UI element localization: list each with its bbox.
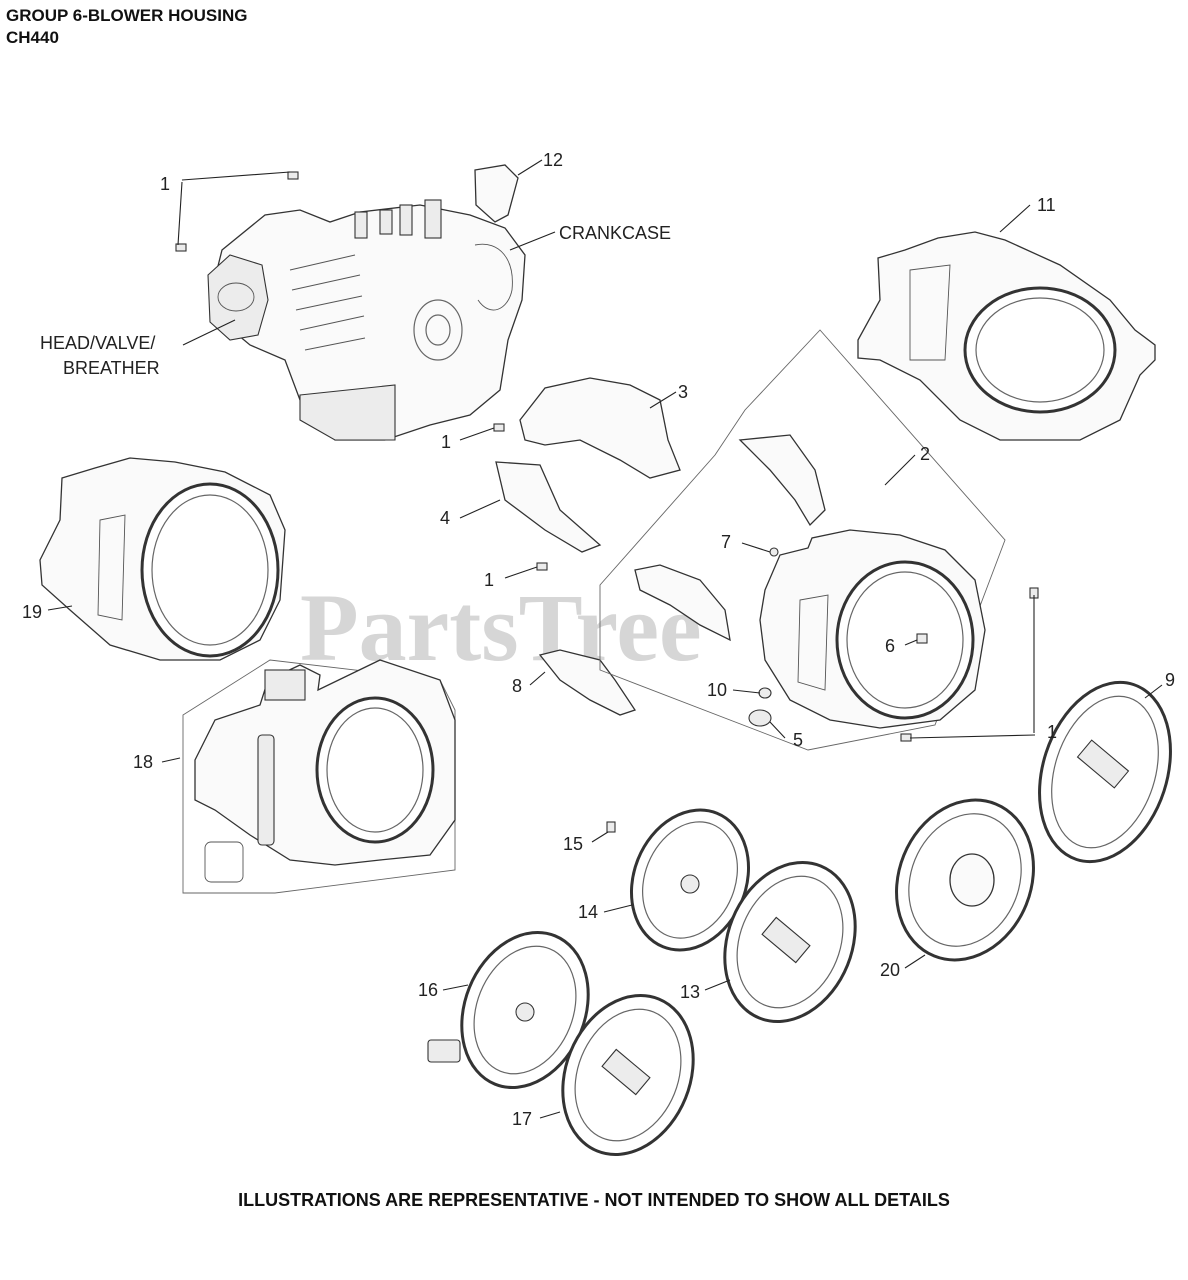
callout-1a: 1: [160, 174, 170, 194]
grass-screen-17: [561, 994, 695, 1156]
label-crankcase: CRANKCASE: [559, 223, 671, 243]
callout-10: 10: [707, 680, 727, 700]
callout-19: 19: [22, 602, 42, 622]
part-3-baffle: [519, 377, 681, 479]
blower-housing-19: [39, 457, 286, 661]
callout-15: 15: [563, 834, 583, 854]
callout-9: 9: [1165, 670, 1175, 690]
callout-4: 4: [440, 508, 450, 528]
part-2-group-outline: [599, 329, 1006, 751]
part-12-cover: [474, 164, 519, 223]
callout-numbers: 1 12 11 3 1 2 4 7 1 19 6 9 8 10 1 5 18 1…: [22, 150, 1175, 1129]
model-number: CH440: [6, 28, 59, 47]
callout-2: 2: [920, 444, 930, 464]
engine-block-icon: [207, 199, 526, 441]
part-2-shield: [738, 434, 826, 527]
callout-6: 6: [885, 636, 895, 656]
callout-1c: 1: [484, 570, 494, 590]
callout-14: 14: [578, 902, 598, 922]
grass-screen-9: [1038, 680, 1172, 864]
callout-18: 18: [133, 752, 153, 772]
callout-8: 8: [512, 676, 522, 696]
grass-screen-13: [723, 861, 857, 1023]
callout-3: 3: [678, 382, 688, 402]
blower-housing-2: [759, 529, 986, 729]
part-2-side-baffle: [634, 564, 731, 642]
callout-7: 7: [721, 532, 731, 552]
callout-17: 17: [512, 1109, 532, 1129]
label-head-line1: HEAD/VALVE/: [40, 333, 155, 353]
grass-screen-20: [895, 798, 1035, 962]
leader-lines: [47, 159, 1163, 1119]
callout-1d: 1: [1047, 722, 1057, 742]
part-8-baffle: [538, 649, 637, 716]
blower-housing-11: [857, 231, 1156, 441]
callout-11: 11: [1037, 195, 1056, 215]
callout-13: 13: [680, 982, 700, 1002]
watermark: PartsTree: [300, 574, 702, 681]
callout-12: 12: [543, 150, 563, 170]
blower-housing-18: [194, 659, 456, 883]
callout-16: 16: [418, 980, 438, 1000]
diagram-title: GROUP 6-BLOWER HOUSING: [6, 6, 248, 25]
callout-5: 5: [793, 730, 803, 750]
part-5-bushing: [748, 709, 772, 727]
callout-1b: 1: [441, 432, 451, 452]
part-10-grommet: [758, 687, 772, 699]
part-6-clip: [916, 633, 928, 644]
part-4-plate: [495, 461, 602, 553]
part-7-nut: [769, 547, 779, 557]
callout-20: 20: [880, 960, 900, 980]
label-head-line2: BREATHER: [63, 358, 160, 378]
disclaimer-note: ILLUSTRATIONS ARE REPRESENTATIVE - NOT I…: [238, 1190, 950, 1210]
screw-icon: [175, 171, 1039, 833]
